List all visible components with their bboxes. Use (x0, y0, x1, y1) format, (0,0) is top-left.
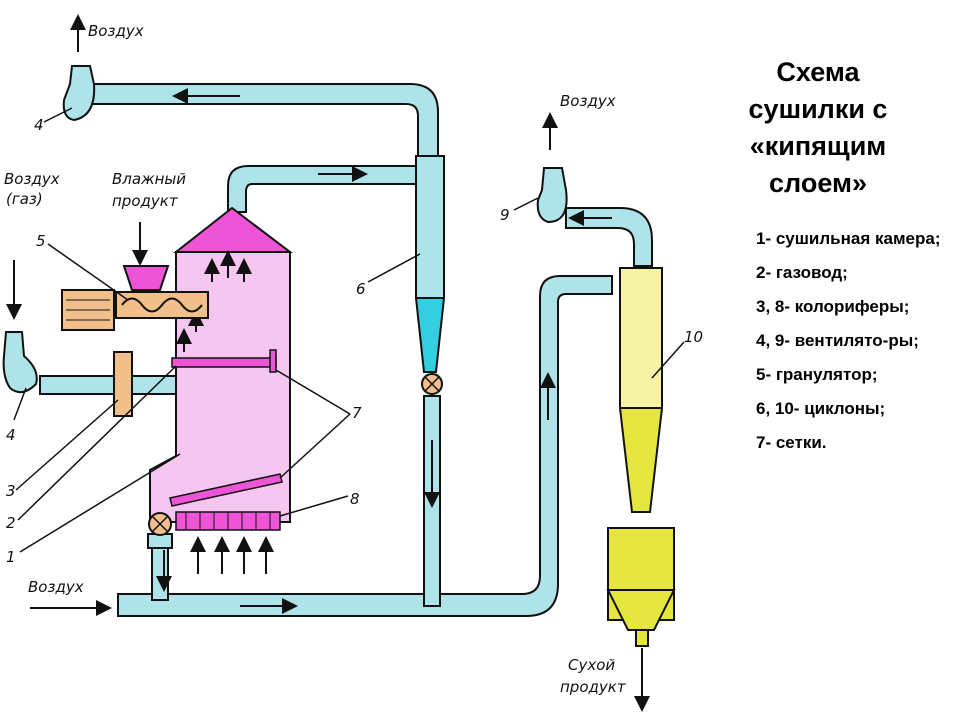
fan-9 (536, 167, 568, 224)
number-10: 10 (684, 328, 703, 346)
legend-item: 1- сушильная камера; (756, 229, 941, 248)
air-label-top: Воздух (88, 22, 144, 40)
legend-item: 4, 9- вентилято-ры; (756, 331, 919, 350)
wet-product-label-2: продукт (112, 192, 179, 210)
number-6: 6 (356, 280, 366, 298)
number-5: 5 (36, 232, 46, 250)
leader-7b (279, 413, 351, 479)
leader-3 (15, 399, 119, 491)
fan-4-top (62, 65, 96, 122)
grid-7-lower (169, 473, 283, 507)
legend-item: 5- гранулятор; (756, 365, 878, 384)
fan-4-left (2, 331, 38, 394)
legend-item: 6, 10- циклоны; (756, 399, 886, 418)
cyclone-6-downpipe (423, 395, 441, 607)
number-2: 2 (6, 514, 16, 532)
diagram-title: Схема сушилки с «кипящим слоем» (718, 54, 918, 202)
number-8: 8 (350, 490, 360, 508)
dry-product-label-2: продукт (560, 678, 627, 696)
air-label-left: Воздух (4, 170, 60, 188)
title-line: сушилки с (748, 94, 888, 124)
cyclone-6 (414, 155, 446, 395)
grid-7-upper (171, 357, 277, 368)
leader-5 (47, 243, 129, 301)
number-3: 3 (6, 482, 16, 500)
bottom-main-pipe (117, 275, 613, 617)
title-line: Схема (776, 57, 860, 87)
legend-item: 3, 8- колориферы; (756, 297, 910, 316)
dry-product-label-1: Сухой (568, 656, 615, 674)
title-line: «кипящим (749, 131, 887, 161)
chamber-hood (173, 206, 293, 253)
chamber-to-cyclone-duct (227, 165, 419, 213)
calorifer-3 (113, 351, 133, 417)
calorifer-8 (175, 511, 281, 531)
number-1: 1 (6, 548, 16, 566)
leader-8 (279, 495, 349, 517)
number-9: 9 (500, 206, 510, 224)
leader-10 (651, 341, 685, 379)
legend-list: 1- сушильная камера; 2- газовод; 3, 8- к… (756, 228, 956, 466)
top-exhaust-pipe (91, 83, 439, 161)
fan-bottom (147, 512, 173, 549)
pipes (39, 83, 653, 617)
air-label-bottom: Воздух (28, 578, 84, 596)
leader-4a (43, 107, 73, 123)
air-label-right: Воздух (560, 92, 616, 110)
cyclone-10 (606, 267, 676, 647)
leader-1 (19, 453, 181, 553)
cyclone-10-to-fan-pipe (565, 207, 653, 267)
legend-item: 7- сетки. (756, 433, 827, 452)
title-line: слоем» (769, 168, 867, 198)
leader-4b (13, 387, 27, 421)
leader-7a (275, 369, 351, 415)
leader-2 (17, 365, 177, 521)
number-4-left: 4 (6, 426, 16, 444)
gas-label-left: (газ) (6, 190, 43, 208)
granulator (61, 265, 209, 331)
legend-item: 2- газовод; (756, 263, 848, 282)
number-4-top: 4 (34, 116, 44, 134)
leader-6 (367, 253, 421, 283)
leader-9 (513, 197, 539, 211)
number-7: 7 (352, 404, 362, 422)
wet-product-label-1: Влажный (112, 170, 186, 188)
